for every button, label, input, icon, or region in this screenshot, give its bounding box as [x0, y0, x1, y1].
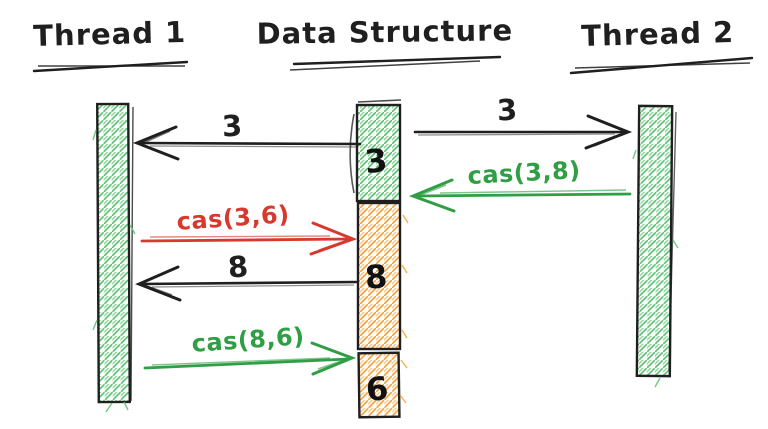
thread2-lifeline	[632, 104, 679, 388]
msg-cas36-line-sketch	[149, 235, 331, 238]
msg-read3-to-thread2-line-sketch	[417, 133, 616, 136]
ds-segment-6-stray-hatch	[399, 359, 408, 404]
ds-segment-8-value: 8	[364, 257, 389, 296]
msg-cas86-label: cas(8,6)	[191, 322, 306, 358]
ds-segment-8: 8	[356, 201, 409, 351]
msg-read3-to-thread2-arrowhead-sketch	[593, 133, 625, 147]
thread1-stray-hatch	[92, 129, 136, 413]
msg-cas86-arrowhead	[310, 341, 357, 376]
msg-read8-to-thread1: 8	[135, 249, 358, 302]
msg-read8-to-thread1-line	[140, 280, 358, 286]
thread2-lifeline-bar	[635, 104, 674, 378]
msg-read8-to-thread1-line-sketch	[151, 284, 355, 288]
header-thread2: Thread 2	[569, 15, 754, 75]
ds-segment-8-box	[356, 201, 402, 351]
data-structure-underline	[292, 55, 502, 66]
msg-read8-to-thread1-label: 8	[227, 249, 250, 284]
msg-read8-to-thread1-arrowhead-sketch	[143, 284, 173, 296]
msg-cas36-arrowhead	[309, 221, 358, 256]
msg-cas36-line	[140, 237, 352, 243]
msg-read3-to-thread1-arrowhead	[132, 125, 180, 161]
thread2-underline-2	[574, 62, 751, 69]
msg-cas86-to-ds: cas(8,6)	[143, 322, 357, 376]
msg-cas86-line-sketch	[151, 357, 331, 366]
msg-cas36-arrowhead-sketch	[318, 239, 349, 251]
msg-read3-to-thread2: 3	[413, 92, 633, 150]
ds-segment-3-value: 3	[363, 141, 389, 181]
ds-segment-6-value: 6	[364, 369, 390, 409]
ds-segment-6-box	[357, 351, 401, 419]
msg-read3-to-thread1-line-sketch	[149, 145, 359, 148]
msg-cas86-arrowhead-sketch	[317, 358, 348, 370]
msg-cas38-arrowhead	[408, 178, 456, 213]
thread2-stray-hatch	[632, 149, 679, 388]
msg-cas38-line	[414, 192, 632, 198]
data-structure-stack: 3 8 6	[349, 99, 409, 419]
ds-segment-3-box	[355, 103, 402, 203]
data-structure-underline-2	[289, 60, 481, 71]
thread2-lifeline-edge-sketch	[668, 111, 677, 371]
msg-cas38-line-sketch	[439, 189, 627, 194]
ds-segment-3-sketch-edge	[349, 113, 355, 194]
ds-segment-3: 3	[349, 99, 402, 203]
msg-read3-to-thread1: 3	[132, 108, 362, 161]
msg-read3-to-thread2-arrowhead	[584, 114, 633, 150]
thread1-lifeline-bar	[96, 102, 131, 404]
msg-read8-to-thread1-arrowhead	[135, 265, 182, 302]
msg-cas38-to-ds: cas(3,8)	[408, 156, 632, 213]
msg-cas36-to-ds: cas(3,6)	[140, 200, 358, 256]
data-structure-title: Data Structure	[256, 13, 513, 51]
thread2-title: Thread 2	[581, 15, 735, 53]
ds-segment-8-stray-hatch	[401, 214, 409, 339]
msg-cas38-label: cas(3,8)	[467, 156, 581, 190]
ds-segment-6: 6	[357, 351, 408, 419]
msg-read3-to-thread2-label: 3	[496, 92, 518, 127]
msg-read3-to-thread1-arrowhead-sketch	[140, 130, 171, 145]
thread1-lifeline	[92, 102, 136, 413]
msg-cas86-line	[143, 357, 351, 370]
msg-read3-to-thread1-line	[138, 141, 362, 146]
thread1-title: Thread 1	[33, 15, 187, 53]
thread1-lifeline-edge-sketch	[130, 106, 134, 402]
msg-cas38-arrowhead-sketch	[417, 184, 447, 197]
msg-cas36-label: cas(3,6)	[176, 200, 291, 236]
header-data-structure: Data Structure	[256, 13, 513, 71]
msg-read3-to-thread1-label: 3	[221, 108, 243, 143]
ds-segment-3-top-cap	[357, 99, 402, 103]
header-thread1: Thread 1	[32, 15, 189, 73]
